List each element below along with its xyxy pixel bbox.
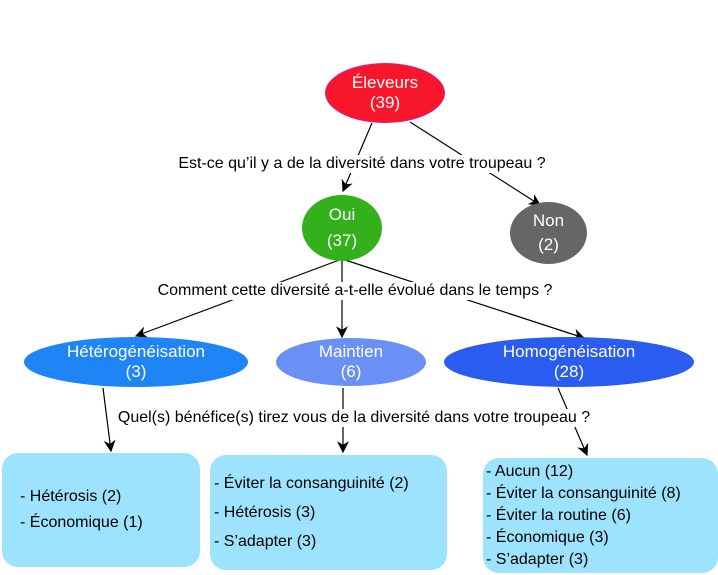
node-label: Homogénéisation [502, 342, 636, 361]
node-count: (2) [538, 235, 559, 254]
node-label: Éleveurs [351, 73, 419, 92]
node-oui: Oui (37) [302, 195, 382, 261]
question-3: Quel(s) bénéfice(s) tirez vous de la div… [115, 409, 593, 427]
question-1: Est-ce qu’il y a de la diversité dans vo… [176, 155, 548, 173]
benefit-item: - Éviter la consanguinité (8) [486, 484, 681, 502]
node-heterogeneisation: Hétérogénéisation (3) [24, 337, 248, 387]
benefit-item: - Aucun (12) [486, 462, 574, 480]
node-count: (6) [340, 362, 362, 381]
benefit-item: - Éviter la consanguinité (2) [214, 475, 409, 492]
arrow-hetero-box [102, 387, 116, 453]
benefits-box-heterogeneisation: - Hétérosis (2) - Économique (1) [2, 453, 200, 567]
benefit-item: - S’adapter (3) [214, 533, 317, 550]
benefit-item: - Économique (3) [486, 528, 609, 546]
node-maintien: Maintien (6) [276, 338, 426, 386]
node-label: Non [532, 211, 565, 230]
node-count: (39) [369, 93, 401, 112]
benefit-item: - Hétérosis (3) [214, 504, 316, 521]
node-count: (3) [125, 362, 147, 381]
node-label: Hétérogénéisation [67, 342, 205, 361]
benefit-item: - Économique (1) [20, 514, 143, 531]
benefit-item: - Hétérosis (2) [20, 488, 122, 505]
node-label: Maintien [318, 342, 384, 361]
node-eleveurs: Éleveurs (39) [325, 63, 445, 123]
benefit-item: - Éviter la routine (6) [486, 506, 631, 524]
node-count: (37) [326, 231, 358, 250]
question-2: Comment cette diversité a-t-elle évolué … [155, 282, 555, 300]
benefits-box-maintien: - Éviter la consanguinité (2) - Hétérosi… [210, 455, 447, 570]
node-count: (28) [553, 362, 585, 381]
node-non: Non (2) [510, 202, 587, 264]
benefits-box-homogeneisation: - Aucun (12) - Éviter la consanguinité (… [483, 458, 718, 573]
node-label: Oui [328, 205, 356, 224]
node-homogeneisation: Homogénéisation (28) [444, 337, 694, 387]
benefit-item: - S’adapter (3) [486, 550, 589, 568]
